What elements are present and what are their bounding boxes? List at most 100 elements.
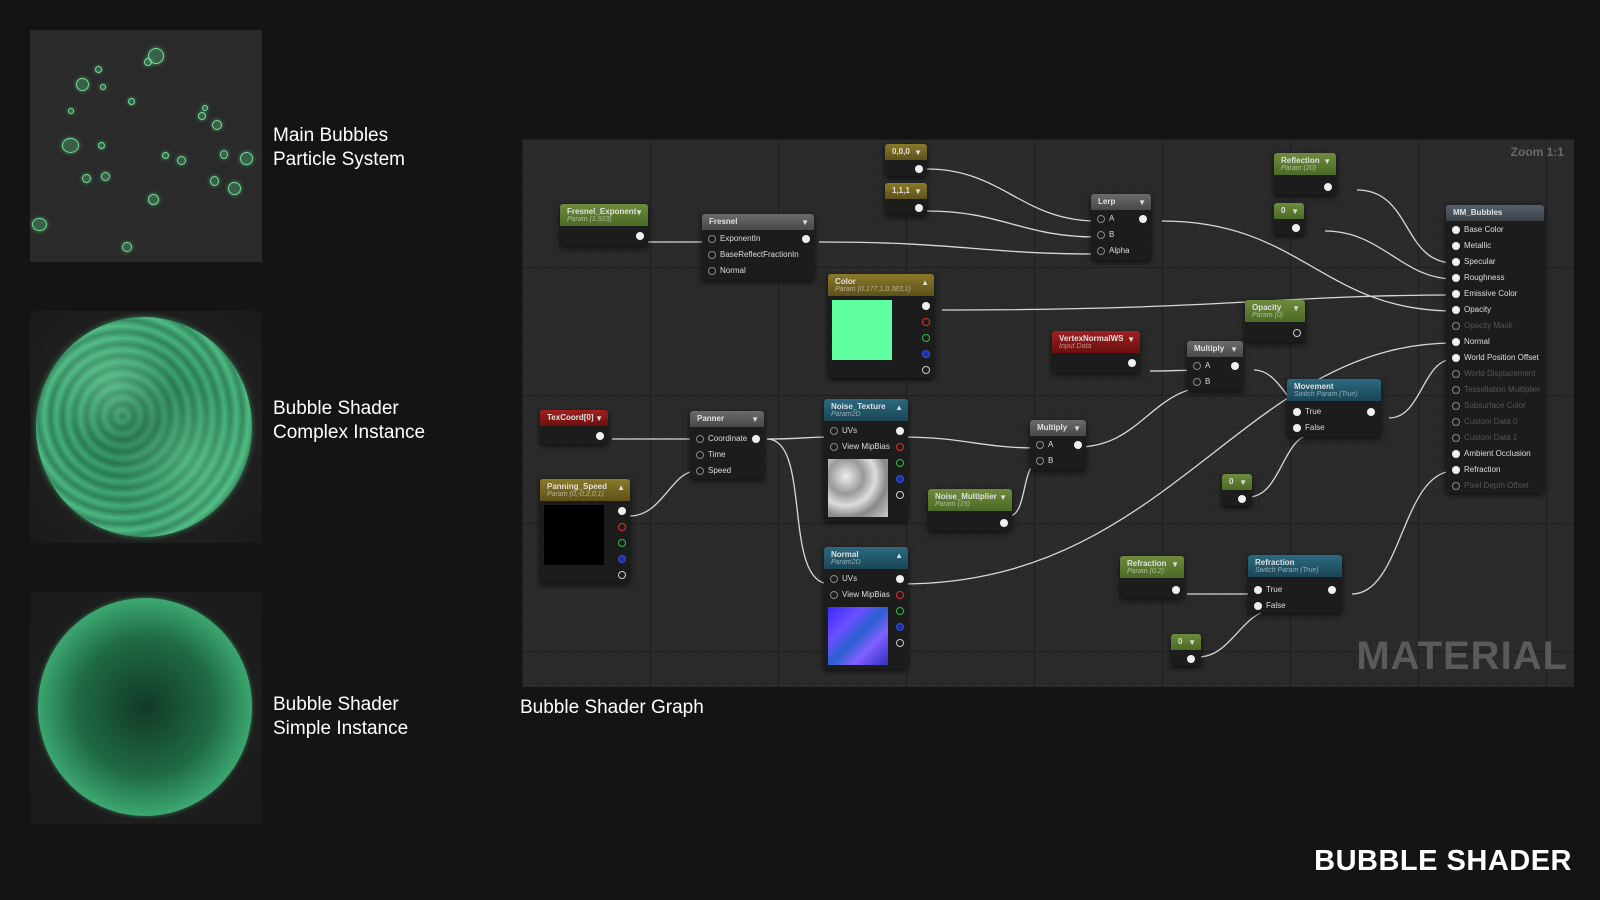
input-pin[interactable] (1097, 247, 1105, 255)
output-pin-b[interactable] (896, 475, 904, 483)
node-lerp[interactable]: Lerp▼ A B Alpha (1091, 194, 1151, 260)
collapse-arrow-icon[interactable]: ▼ (1073, 424, 1081, 433)
input-pin[interactable] (1293, 408, 1301, 416)
material-input-pin[interactable] (1452, 290, 1460, 298)
output-pin[interactable] (1367, 408, 1375, 416)
node-constant-0-movement[interactable]: 0▼ (1222, 474, 1252, 506)
material-input-pin[interactable] (1452, 242, 1460, 250)
material-input-pin[interactable] (1452, 434, 1460, 442)
output-pin[interactable] (636, 232, 644, 240)
material-input-pin[interactable] (1452, 322, 1460, 330)
output-pin[interactable] (1074, 441, 1082, 449)
output-pin-a[interactable] (922, 366, 930, 374)
collapse-arrow-icon[interactable]: ▼ (751, 415, 759, 424)
material-input-pin[interactable] (1452, 338, 1460, 346)
material-input-pin[interactable] (1452, 370, 1460, 378)
output-pin[interactable] (752, 435, 760, 443)
node-multiply-noise[interactable]: Multiply▼ A B (1030, 420, 1086, 470)
input-pin[interactable] (708, 267, 716, 275)
output-pin-b[interactable] (896, 623, 904, 631)
output-pin-g[interactable] (896, 607, 904, 615)
output-pin-rgb[interactable] (618, 507, 626, 515)
output-pin-r[interactable] (618, 523, 626, 531)
material-input-pin[interactable] (1452, 386, 1460, 394)
material-input-pin[interactable] (1452, 482, 1460, 490)
output-pin-a[interactable] (896, 491, 904, 499)
node-fresnel[interactable]: Fresnel▼ ExponentIn BaseReflectFractionI… (702, 214, 814, 280)
node-texcoord[interactable]: TexCoord[0]▼ (540, 410, 608, 444)
collapse-arrow-icon[interactable]: ▼ (1323, 157, 1331, 166)
collapse-arrow-icon[interactable]: ▼ (1138, 198, 1146, 207)
output-pin[interactable] (1187, 655, 1195, 663)
input-pin[interactable] (696, 467, 704, 475)
collapse-arrow-icon[interactable]: ▲ (921, 278, 929, 287)
input-pin[interactable] (1293, 424, 1301, 432)
input-pin[interactable] (1193, 362, 1201, 370)
input-pin[interactable] (1254, 586, 1262, 594)
collapse-arrow-icon[interactable]: ▲ (617, 483, 625, 492)
material-input-pin[interactable] (1452, 418, 1460, 426)
material-input-pin[interactable] (1452, 354, 1460, 362)
output-pin-r[interactable] (896, 443, 904, 451)
input-pin[interactable] (696, 435, 704, 443)
node-multiply-movement[interactable]: Multiply▼ A B (1187, 341, 1243, 391)
input-pin[interactable] (830, 591, 838, 599)
collapse-arrow-icon[interactable]: ▼ (595, 414, 603, 423)
output-pin[interactable] (1172, 586, 1180, 594)
output-pin[interactable] (596, 432, 604, 440)
material-input-pin[interactable] (1452, 274, 1460, 282)
output-pin-r[interactable] (922, 318, 930, 326)
output-pin-g[interactable] (896, 459, 904, 467)
collapse-arrow-icon[interactable]: ▲ (895, 551, 903, 560)
output-pin[interactable] (896, 575, 904, 583)
collapse-arrow-icon[interactable]: ▲ (895, 403, 903, 412)
collapse-arrow-icon[interactable]: ▼ (999, 493, 1007, 502)
material-input-pin[interactable] (1452, 226, 1460, 234)
collapse-arrow-icon[interactable]: ▼ (914, 187, 922, 196)
input-pin[interactable] (696, 451, 704, 459)
collapse-arrow-icon[interactable]: ▼ (1188, 638, 1196, 647)
collapse-arrow-icon[interactable]: ▼ (801, 218, 809, 227)
output-pin-a[interactable] (618, 571, 626, 579)
node-constant-0-roughness[interactable]: 0▼ (1274, 203, 1304, 235)
output-pin-b[interactable] (618, 555, 626, 563)
output-pin[interactable] (1293, 329, 1301, 337)
output-pin[interactable] (802, 235, 810, 243)
output-pin[interactable] (1128, 359, 1136, 367)
material-input-pin[interactable] (1452, 258, 1460, 266)
collapse-arrow-icon[interactable]: ▼ (1239, 478, 1247, 487)
collapse-arrow-icon[interactable]: ▼ (1291, 207, 1299, 216)
output-pin-r[interactable] (896, 591, 904, 599)
output-pin[interactable] (915, 165, 923, 173)
input-pin[interactable] (1097, 231, 1105, 239)
collapse-arrow-icon[interactable]: ▼ (1127, 335, 1135, 344)
output-pin-rgb[interactable] (922, 302, 930, 310)
output-pin-b[interactable] (922, 350, 930, 358)
collapse-arrow-icon[interactable]: ▼ (1292, 304, 1300, 313)
output-pin[interactable] (1238, 495, 1246, 503)
material-input-pin[interactable] (1452, 306, 1460, 314)
material-input-pin[interactable] (1452, 450, 1460, 458)
input-pin[interactable] (708, 235, 716, 243)
output-pin[interactable] (1328, 586, 1336, 594)
output-pin[interactable] (915, 204, 923, 212)
collapse-arrow-icon[interactable]: ▼ (635, 208, 643, 217)
input-pin[interactable] (1193, 378, 1201, 386)
input-pin[interactable] (830, 575, 838, 583)
output-pin[interactable] (1292, 224, 1300, 232)
input-pin[interactable] (1036, 457, 1044, 465)
collapse-arrow-icon[interactable]: ▼ (914, 148, 922, 157)
output-pin-g[interactable] (922, 334, 930, 342)
output-pin[interactable] (896, 427, 904, 435)
output-pin[interactable] (1139, 215, 1147, 223)
